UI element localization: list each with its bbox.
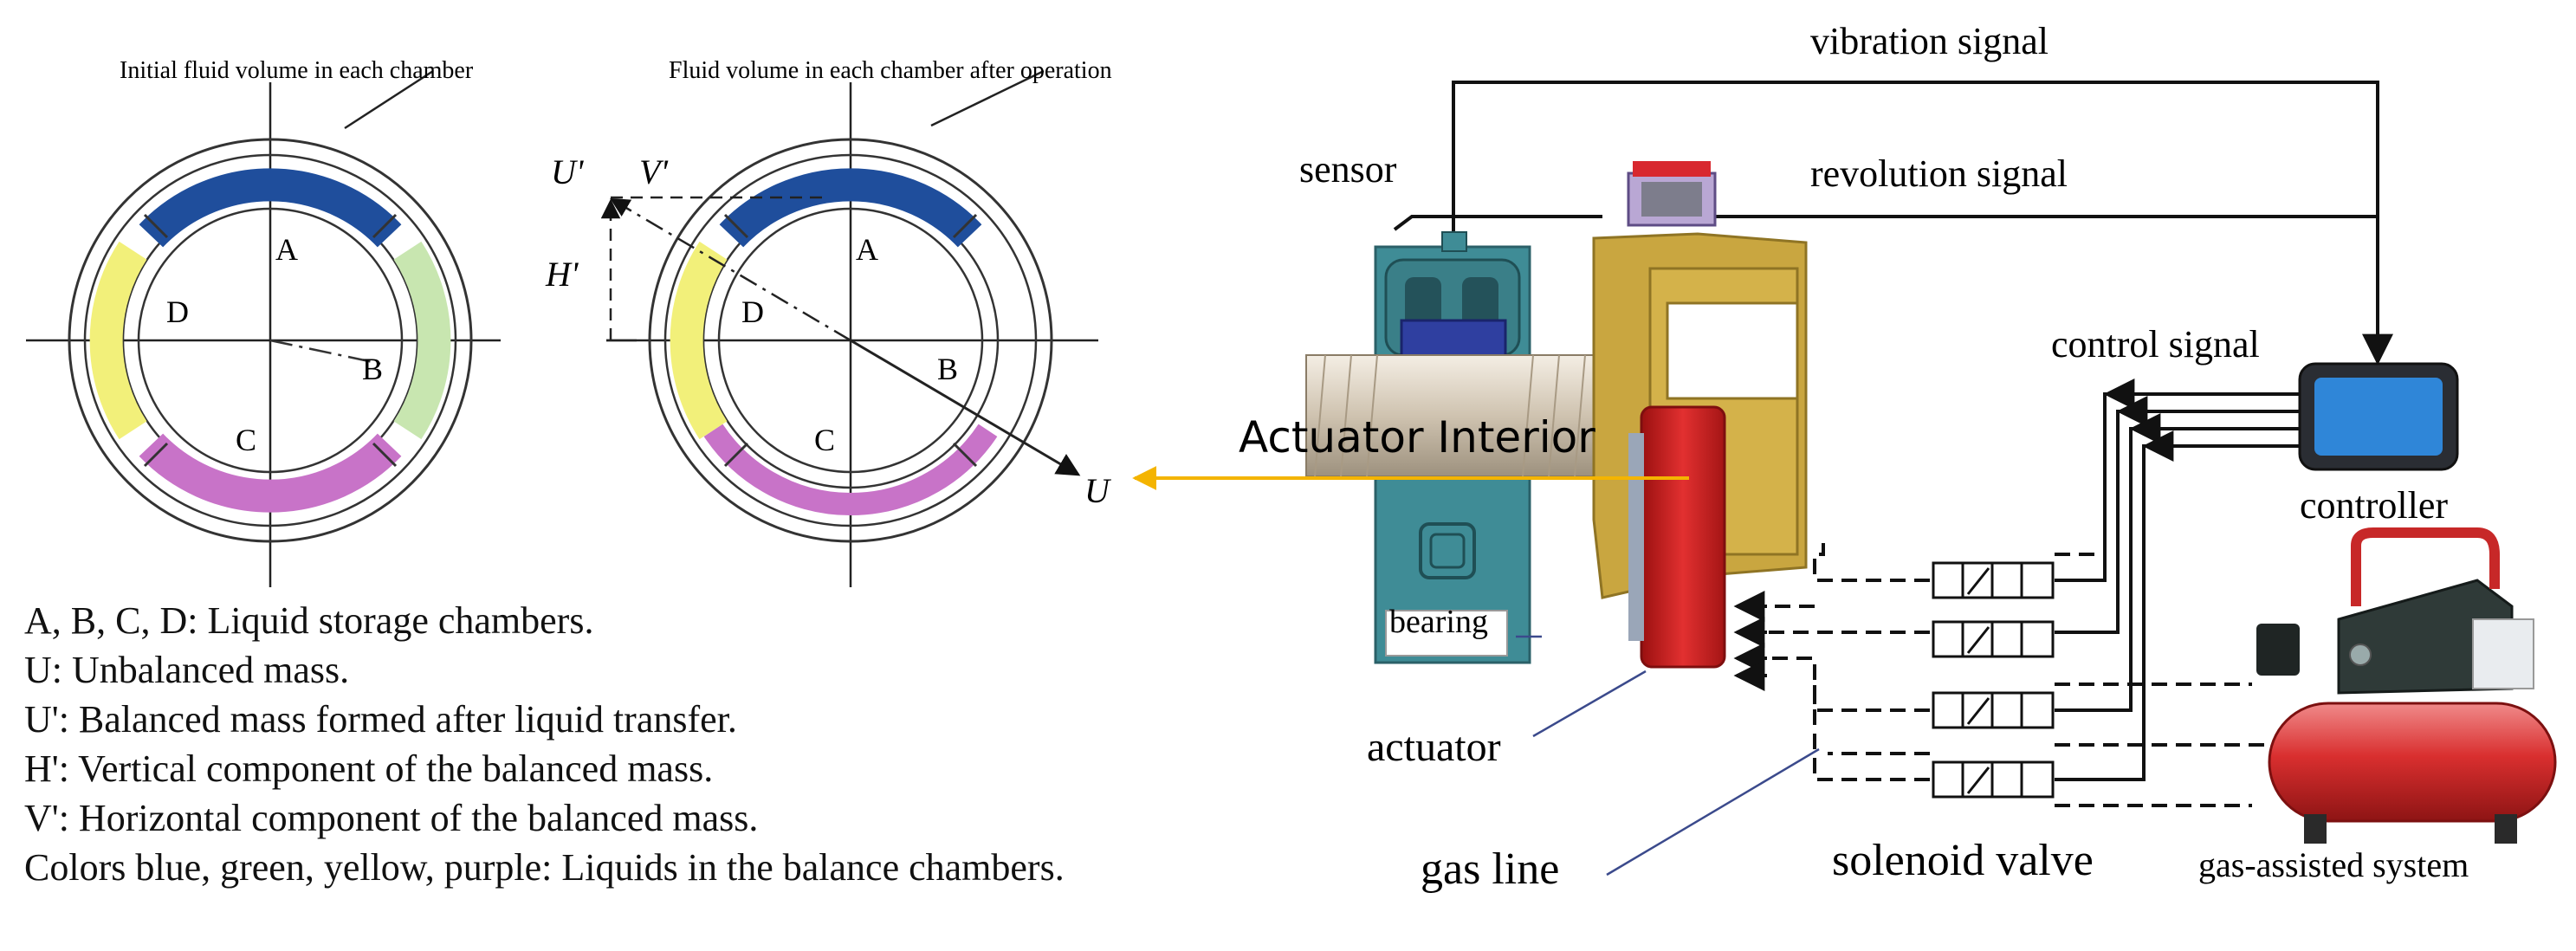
gas-assisted-system-label: gas-assisted system [2198,845,2469,884]
solenoid-valve-4 [1932,760,2055,799]
chamber-a-liquid-blue [139,168,402,248]
control-signal-lines [2055,392,2304,781]
gas-line-arrowheads [1733,591,1767,691]
legend-line-colors: Colors blue, green, yellow, purple: Liqu… [24,846,1065,889]
legend-line-v-prime: V': Horizontal component of the balanced… [24,797,759,839]
label-vector-u-prime: U' [551,152,585,191]
actuator-label: actuator [1367,724,1501,770]
chamber-b-liquid-green [393,241,451,440]
label-chamber-a-after: A [856,232,878,267]
label-chamber-b-after: B [937,352,958,386]
after-caption: Fluid volume in each chamber after opera… [669,57,1112,84]
chamber-a-liquid-blue-after [719,168,982,248]
solenoid-valve-2 [1932,620,2055,658]
solenoid-valve-label: solenoid valve [1832,836,2094,885]
label-vector-u: U [1084,471,1112,510]
solenoid-valve-1 [1932,561,2055,599]
label-chamber-d: D [166,294,189,329]
vibration-signal-label: vibration signal [1810,20,2049,62]
controller-unit [2298,362,2459,471]
label-chamber-c-after: C [814,423,835,457]
legend-line-h-prime: H': Vertical component of the balanced m… [24,747,714,790]
actuator-body [1628,405,1726,669]
air-compressor [2256,527,2557,844]
sensor-label: sensor [1299,148,1397,191]
controller-label: controller [2300,484,2448,527]
signal-lines [1393,81,2379,346]
chamber-c-liquid-purple [139,433,402,513]
actuator-interior-label: Actuator Interior [1239,412,1595,463]
bearing-label: bearing [1389,604,1488,640]
label-vector-v-prime: V' [639,152,669,191]
legend: A, B, C, D: Liquid storage chambers. U: … [24,596,1324,892]
legend-line-u: U: Unbalanced mass. [24,649,350,691]
label-chamber-b: B [362,352,383,386]
legend-line-chambers: A, B, C, D: Liquid storage chambers. [24,599,594,642]
initial-caption: Initial fluid volume in each chamber [120,57,474,84]
label-chamber-c: C [236,423,256,457]
revolution-signal-label: revolution signal [1810,152,2068,195]
after-ring-diagram [600,69,1098,587]
label-vector-h-prime: H' [545,255,579,294]
initial-ring-diagram [26,69,501,587]
solenoid-valve-3 [1932,691,2055,729]
chamber-d-liquid-yellow [89,241,147,440]
label-chamber-d-after: D [741,294,764,329]
gas-line-label: gas line [1421,844,1559,894]
label-leaders [1516,635,1820,877]
sensor-body [1441,231,1467,252]
solenoid-valves [1932,561,2055,799]
legend-line-u-prime: U': Balanced mass formed after liquid tr… [24,698,737,741]
label-chamber-a: A [275,232,298,267]
control-signal-label: control signal [2051,323,2260,366]
gas-lines [1741,541,2269,807]
control-signal-arrowheads [2103,378,2183,462]
chamber-d-liquid-yellow-after [670,241,728,440]
chamber-c-liquid-purple-after [703,424,998,515]
